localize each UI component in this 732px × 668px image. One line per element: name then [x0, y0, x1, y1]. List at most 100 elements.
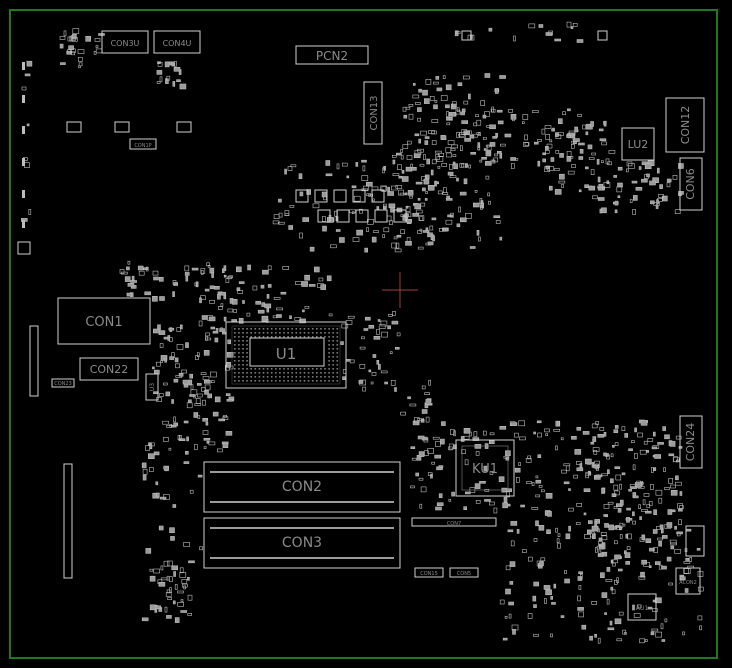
component-con1[interactable]: CON1	[57, 297, 151, 345]
pad	[445, 219, 453, 225]
bga-ball	[266, 368, 269, 370]
pad	[309, 246, 315, 252]
pad	[484, 489, 490, 492]
component-con24[interactable]: CON24	[679, 415, 703, 469]
pad	[306, 189, 312, 195]
bga-ball	[311, 332, 314, 334]
pad	[499, 425, 507, 430]
pad	[383, 227, 390, 233]
pad	[488, 501, 495, 506]
component-con4u[interactable]: CON4U	[153, 30, 201, 54]
component-au1[interactable]: AU1	[627, 593, 657, 621]
bga-ball	[287, 376, 289, 378]
pad	[412, 213, 420, 217]
pad	[550, 157, 555, 162]
pad	[159, 393, 164, 397]
bga-ball	[299, 368, 302, 370]
component-ku1[interactable]: KU1	[455, 439, 515, 497]
component-pcn2[interactable]: PCN2	[295, 45, 369, 65]
bga-ball	[250, 332, 252, 334]
pad	[219, 328, 225, 332]
component-con1p[interactable]: CON1P	[129, 138, 157, 150]
right-small-connector[interactable]	[685, 525, 705, 557]
bga-ball	[303, 336, 306, 338]
pad	[295, 281, 302, 285]
pad	[547, 511, 552, 517]
pad	[410, 446, 416, 450]
component-con5[interactable]: CON5	[449, 567, 479, 578]
component-con2[interactable]: CON2	[203, 461, 401, 513]
bga-ball	[291, 332, 293, 334]
component-con12[interactable]: CON12	[665, 97, 705, 153]
bga-ball	[336, 372, 339, 374]
component-con15[interactable]: CON15	[414, 567, 444, 578]
pad	[480, 205, 483, 210]
pad	[541, 128, 546, 135]
pad	[67, 48, 71, 55]
component-u1[interactable]: U1	[225, 321, 347, 389]
pad	[322, 216, 326, 222]
left-ribbon-connector[interactable]	[63, 463, 73, 579]
pad	[598, 541, 603, 546]
component-acon2[interactable]: ACON2	[675, 567, 701, 595]
component-con3u[interactable]: CON3U	[101, 30, 149, 54]
pad	[479, 198, 483, 204]
pad	[469, 134, 475, 139]
pad	[476, 132, 481, 135]
component-con3[interactable]: CON3	[203, 517, 401, 569]
pad	[28, 209, 32, 215]
pad	[546, 143, 553, 149]
pad	[468, 164, 472, 169]
pad	[466, 130, 472, 136]
pad	[639, 638, 645, 644]
pad	[347, 315, 355, 319]
pad	[172, 291, 175, 297]
bga-ball	[291, 336, 293, 338]
pad	[489, 142, 496, 147]
component-lu2[interactable]: LU2	[621, 127, 655, 161]
pad	[200, 268, 206, 274]
pad	[299, 232, 303, 239]
pad	[498, 476, 505, 483]
pad	[420, 486, 427, 493]
bga-ball	[238, 356, 240, 358]
pad	[487, 192, 491, 197]
component-con6[interactable]: CON6	[679, 157, 703, 211]
component-con7[interactable]: CON7	[411, 517, 497, 527]
pad	[624, 433, 629, 438]
pad	[535, 494, 541, 498]
pad	[398, 175, 403, 179]
pad	[590, 441, 595, 445]
pad	[397, 164, 402, 170]
pad	[177, 590, 184, 594]
capacitor	[371, 189, 385, 203]
pad	[616, 577, 619, 584]
pad	[600, 572, 605, 579]
component-con22[interactable]: CON22	[79, 357, 139, 381]
bga-ball	[299, 332, 302, 334]
pad	[423, 178, 430, 185]
bga-ball	[242, 332, 244, 334]
pad	[568, 130, 576, 136]
component-u3[interactable]: U3	[145, 373, 159, 401]
bga-ball	[242, 352, 244, 354]
pad	[510, 540, 515, 547]
pad	[411, 457, 417, 461]
pad	[417, 417, 424, 421]
pad	[448, 498, 452, 502]
pad	[194, 444, 198, 450]
left-edge-connector[interactable]	[29, 325, 39, 397]
pad	[544, 166, 550, 172]
pad	[361, 336, 365, 340]
pad	[278, 198, 282, 203]
component-con13[interactable]: CON13	[363, 81, 383, 145]
pad	[182, 379, 190, 385]
pad	[533, 538, 538, 542]
pad	[660, 623, 664, 630]
component-con23[interactable]: CON23	[51, 378, 75, 388]
pad	[608, 524, 615, 531]
bga-ball	[238, 336, 240, 338]
pad	[304, 305, 310, 309]
pad	[210, 371, 217, 378]
bga-ball	[320, 368, 322, 370]
